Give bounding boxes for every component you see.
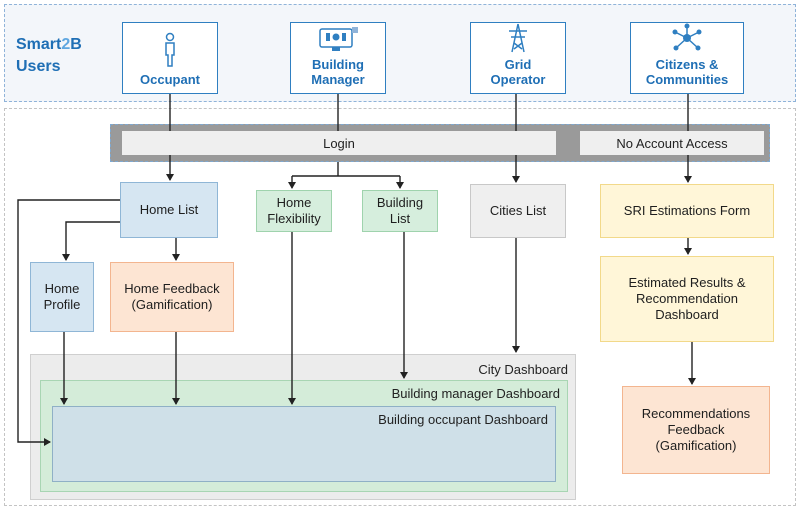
brand-label: Smart2B Users bbox=[16, 36, 82, 75]
no-account-access-bar: No Account Access bbox=[580, 131, 764, 155]
home-feedback-node: Home Feedback (Gamification) bbox=[110, 262, 234, 332]
monitor-icon bbox=[319, 27, 358, 51]
estimated-results-node: Estimated Results & Recommendation Dashb… bbox=[600, 256, 774, 342]
home-list-node: Home List bbox=[120, 182, 218, 238]
user-label: Building Manager bbox=[311, 57, 365, 87]
user-occupant: Occupant bbox=[122, 22, 218, 94]
user-label: Grid Operator bbox=[490, 57, 546, 87]
building-occupant-dashboard-title: Building occupant Dashboard bbox=[378, 412, 548, 427]
user-label: Citizens & Communities bbox=[645, 57, 729, 87]
user-building-manager: Building Manager bbox=[290, 22, 386, 94]
city-dashboard-title: City Dashboard bbox=[478, 362, 568, 377]
arrow bbox=[62, 221, 120, 261]
cities-list-node: Cities List bbox=[470, 184, 566, 238]
power-tower-icon bbox=[509, 23, 527, 53]
user-grid-operator: Grid Operator bbox=[470, 22, 566, 94]
network-icon bbox=[672, 23, 702, 51]
building-occupant-dashboard bbox=[52, 406, 556, 482]
sri-estimations-form-node: SRI Estimations Form bbox=[600, 184, 774, 238]
connector bbox=[292, 162, 400, 177]
recommendations-feedback-node: Recommendations Feedback (Gamification) bbox=[622, 386, 770, 474]
user-citizens-communities: Citizens & Communities bbox=[630, 22, 744, 94]
building-list-node: Building List bbox=[362, 190, 438, 232]
arrow bbox=[17, 199, 120, 446]
person-icon bbox=[165, 32, 175, 67]
user-label: Occupant bbox=[140, 72, 200, 87]
home-flexibility-node: Home Flexibility bbox=[256, 190, 332, 232]
login-bar: Login bbox=[122, 131, 556, 155]
home-profile-node: Home Profile bbox=[30, 262, 94, 332]
building-manager-dashboard-title: Building manager Dashboard bbox=[391, 386, 560, 401]
